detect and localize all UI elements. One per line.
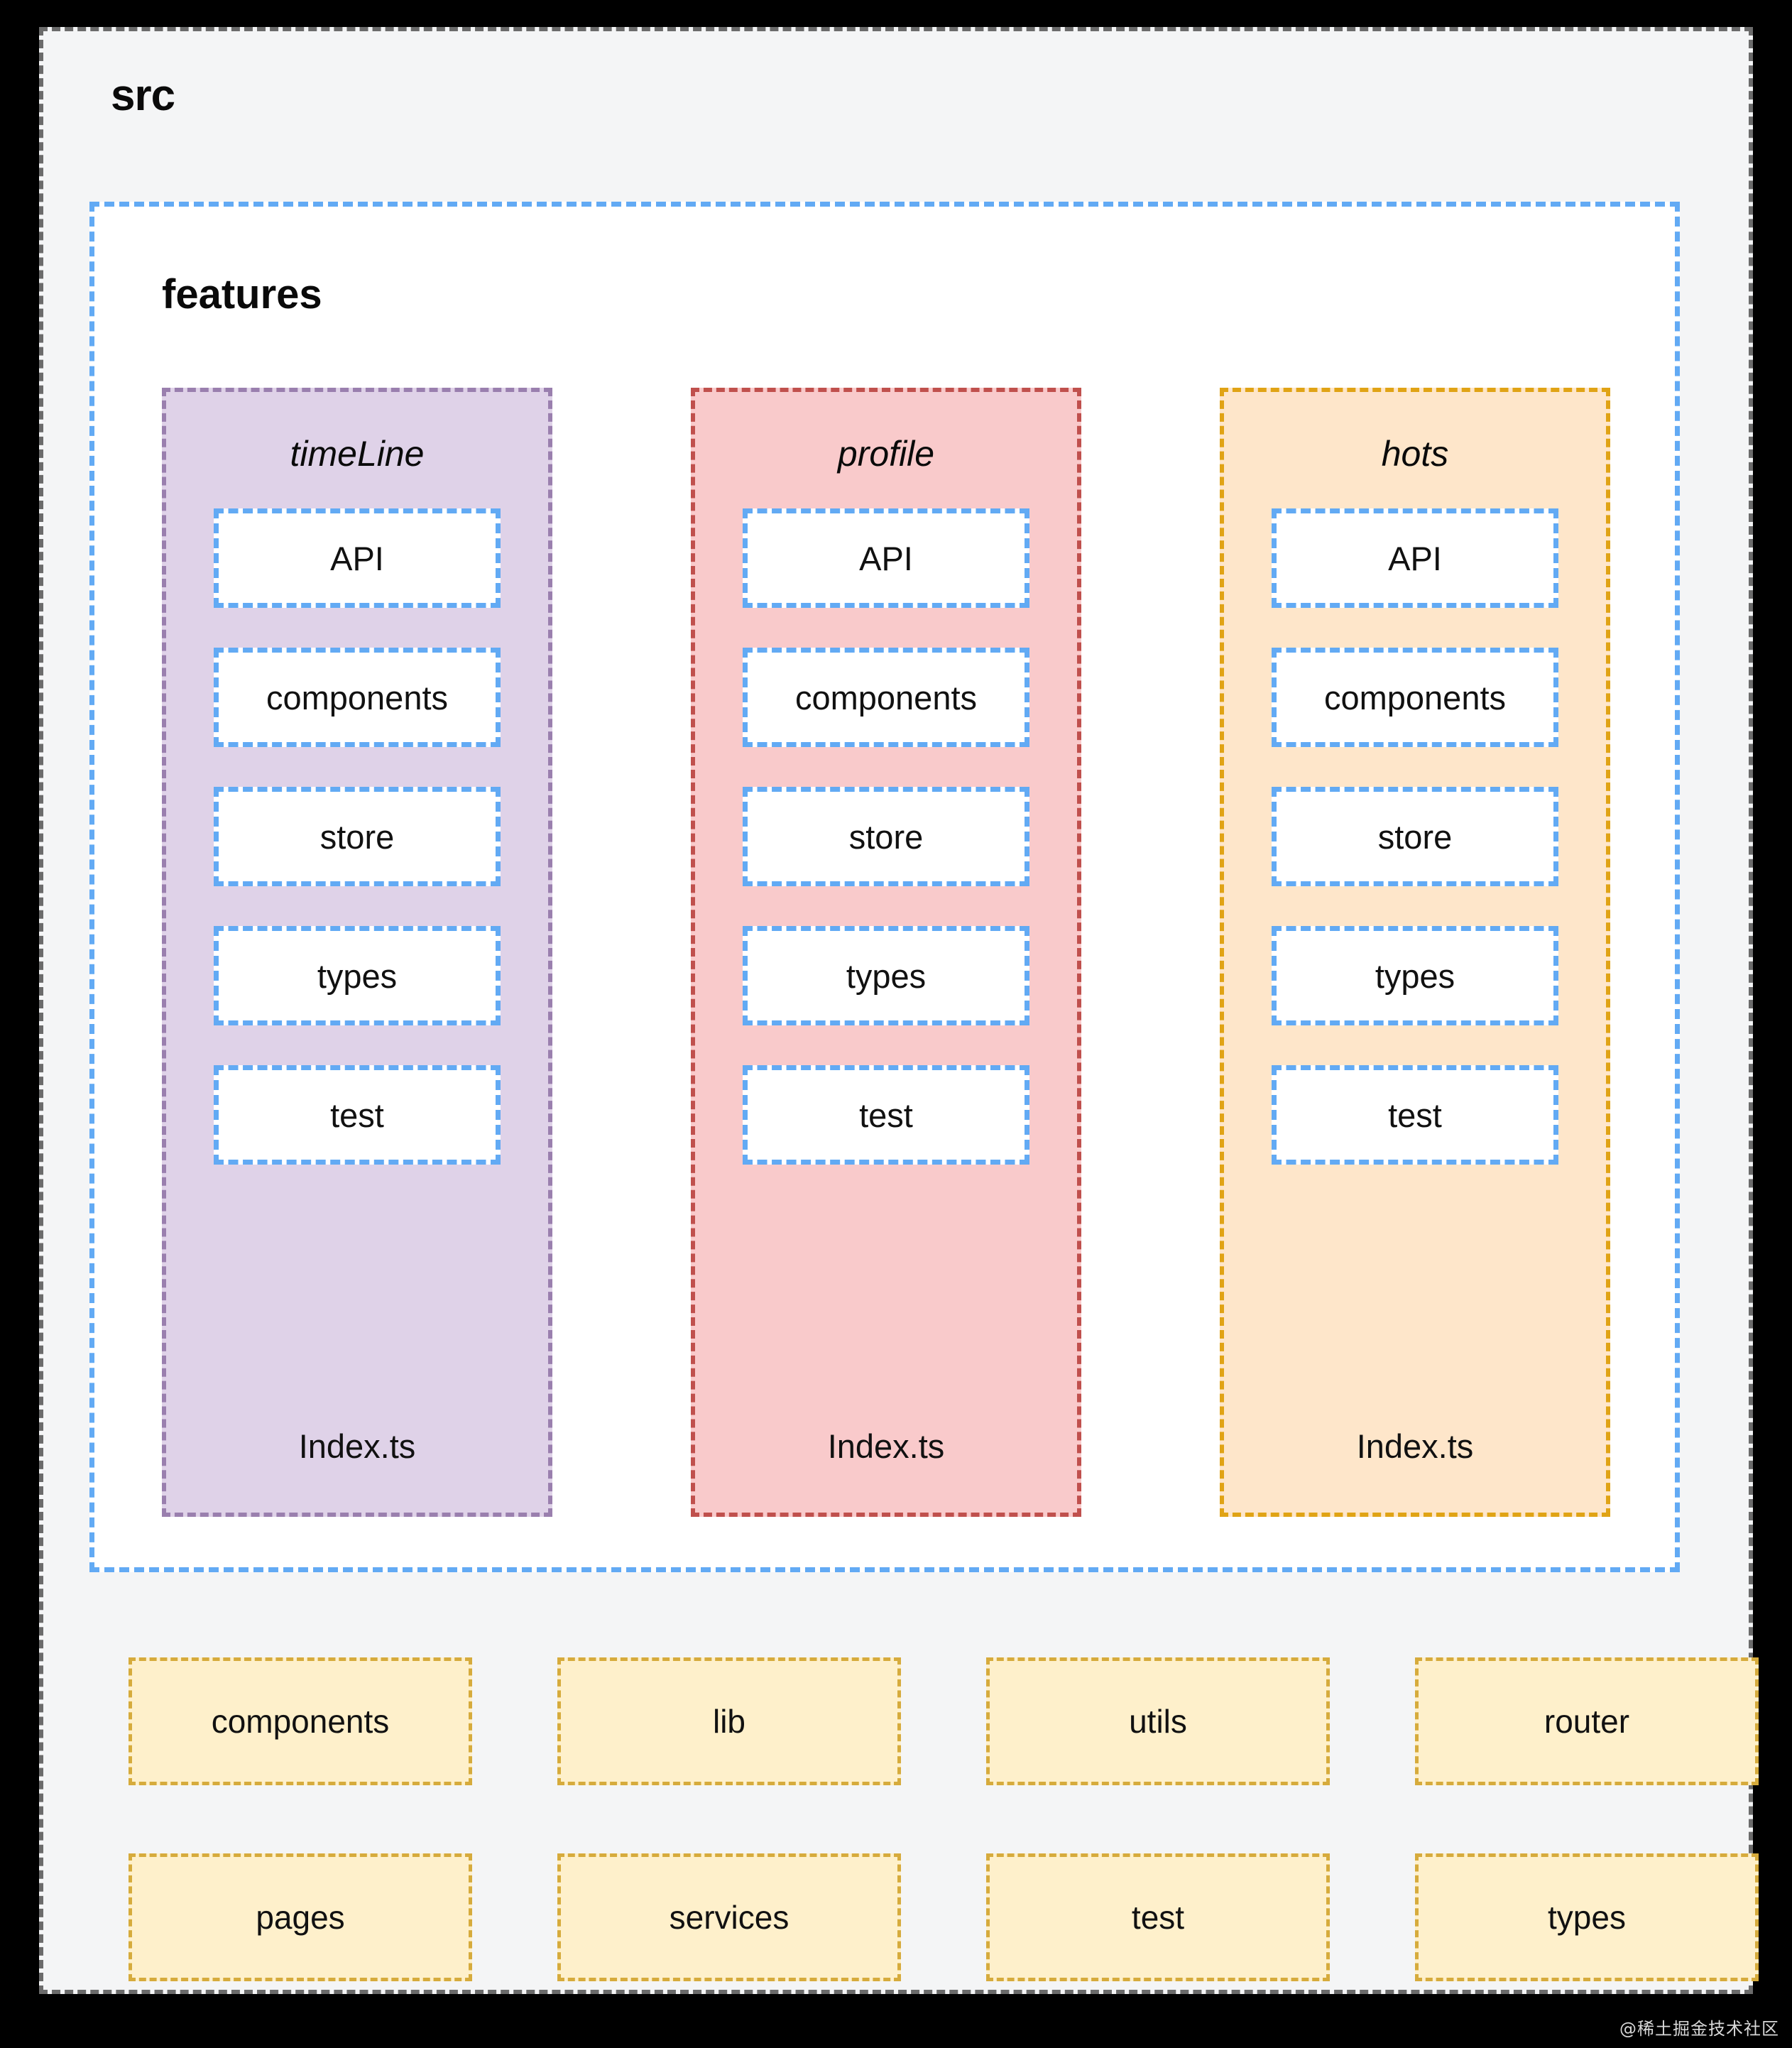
folder-item-components[interactable]: components [214, 648, 501, 747]
folder-item-api[interactable]: API [1272, 508, 1558, 608]
features-panel: features timeLine API components store t… [89, 202, 1680, 1572]
folder-box-lib[interactable]: lib [557, 1657, 901, 1785]
features-title: features [162, 271, 322, 317]
folder-item-store[interactable]: store [214, 787, 501, 886]
folder-item-types[interactable]: types [743, 926, 1029, 1025]
src-panel: src features timeLine API components sto… [39, 27, 1759, 1994]
folder-item-types[interactable]: types [214, 926, 501, 1025]
feature-column-title: timeLine [290, 434, 425, 474]
index-file-label: Index.ts [827, 1427, 945, 1465]
feature-column-items: API components store types test [166, 508, 548, 1165]
folder-box-pages[interactable]: pages [129, 1853, 472, 1981]
folder-box-types[interactable]: types [1415, 1853, 1759, 1981]
folder-item-test[interactable]: test [743, 1065, 1029, 1165]
feature-column-hots[interactable]: hots API components store types test Ind… [1220, 388, 1610, 1517]
folder-item-api[interactable]: API [214, 508, 501, 608]
folder-item-api[interactable]: API [743, 508, 1029, 608]
index-file-label: Index.ts [298, 1427, 416, 1465]
folder-box-router[interactable]: router [1415, 1657, 1759, 1785]
feature-column-timeline[interactable]: timeLine API components store types test… [162, 388, 552, 1517]
feature-column-title: profile [837, 434, 935, 474]
folder-box-utils[interactable]: utils [986, 1657, 1330, 1785]
folder-item-store[interactable]: store [1272, 787, 1558, 886]
feature-column-profile[interactable]: profile API components store types test … [691, 388, 1081, 1517]
feature-column-items: API components store types test [1224, 508, 1606, 1165]
feature-column-items: API components store types test [695, 508, 1077, 1165]
feature-column-title: hots [1381, 434, 1449, 474]
folder-box-components[interactable]: components [129, 1657, 472, 1785]
folder-item-test[interactable]: test [214, 1065, 501, 1165]
folder-box-test[interactable]: test [986, 1853, 1330, 1981]
folder-item-types[interactable]: types [1272, 926, 1558, 1025]
bottom-folder-grid: components lib utils router pages servic… [129, 1657, 1759, 1981]
feature-columns: timeLine API components store types test… [94, 388, 1685, 1517]
folder-item-test[interactable]: test [1272, 1065, 1558, 1165]
src-title: src [111, 71, 175, 120]
folder-item-components[interactable]: components [743, 648, 1029, 747]
watermark: @稀土掘金技术社区 [1619, 2019, 1779, 2039]
folder-item-store[interactable]: store [743, 787, 1029, 886]
index-file-label: Index.ts [1356, 1427, 1474, 1465]
folder-item-components[interactable]: components [1272, 648, 1558, 747]
folder-box-services[interactable]: services [557, 1853, 901, 1981]
